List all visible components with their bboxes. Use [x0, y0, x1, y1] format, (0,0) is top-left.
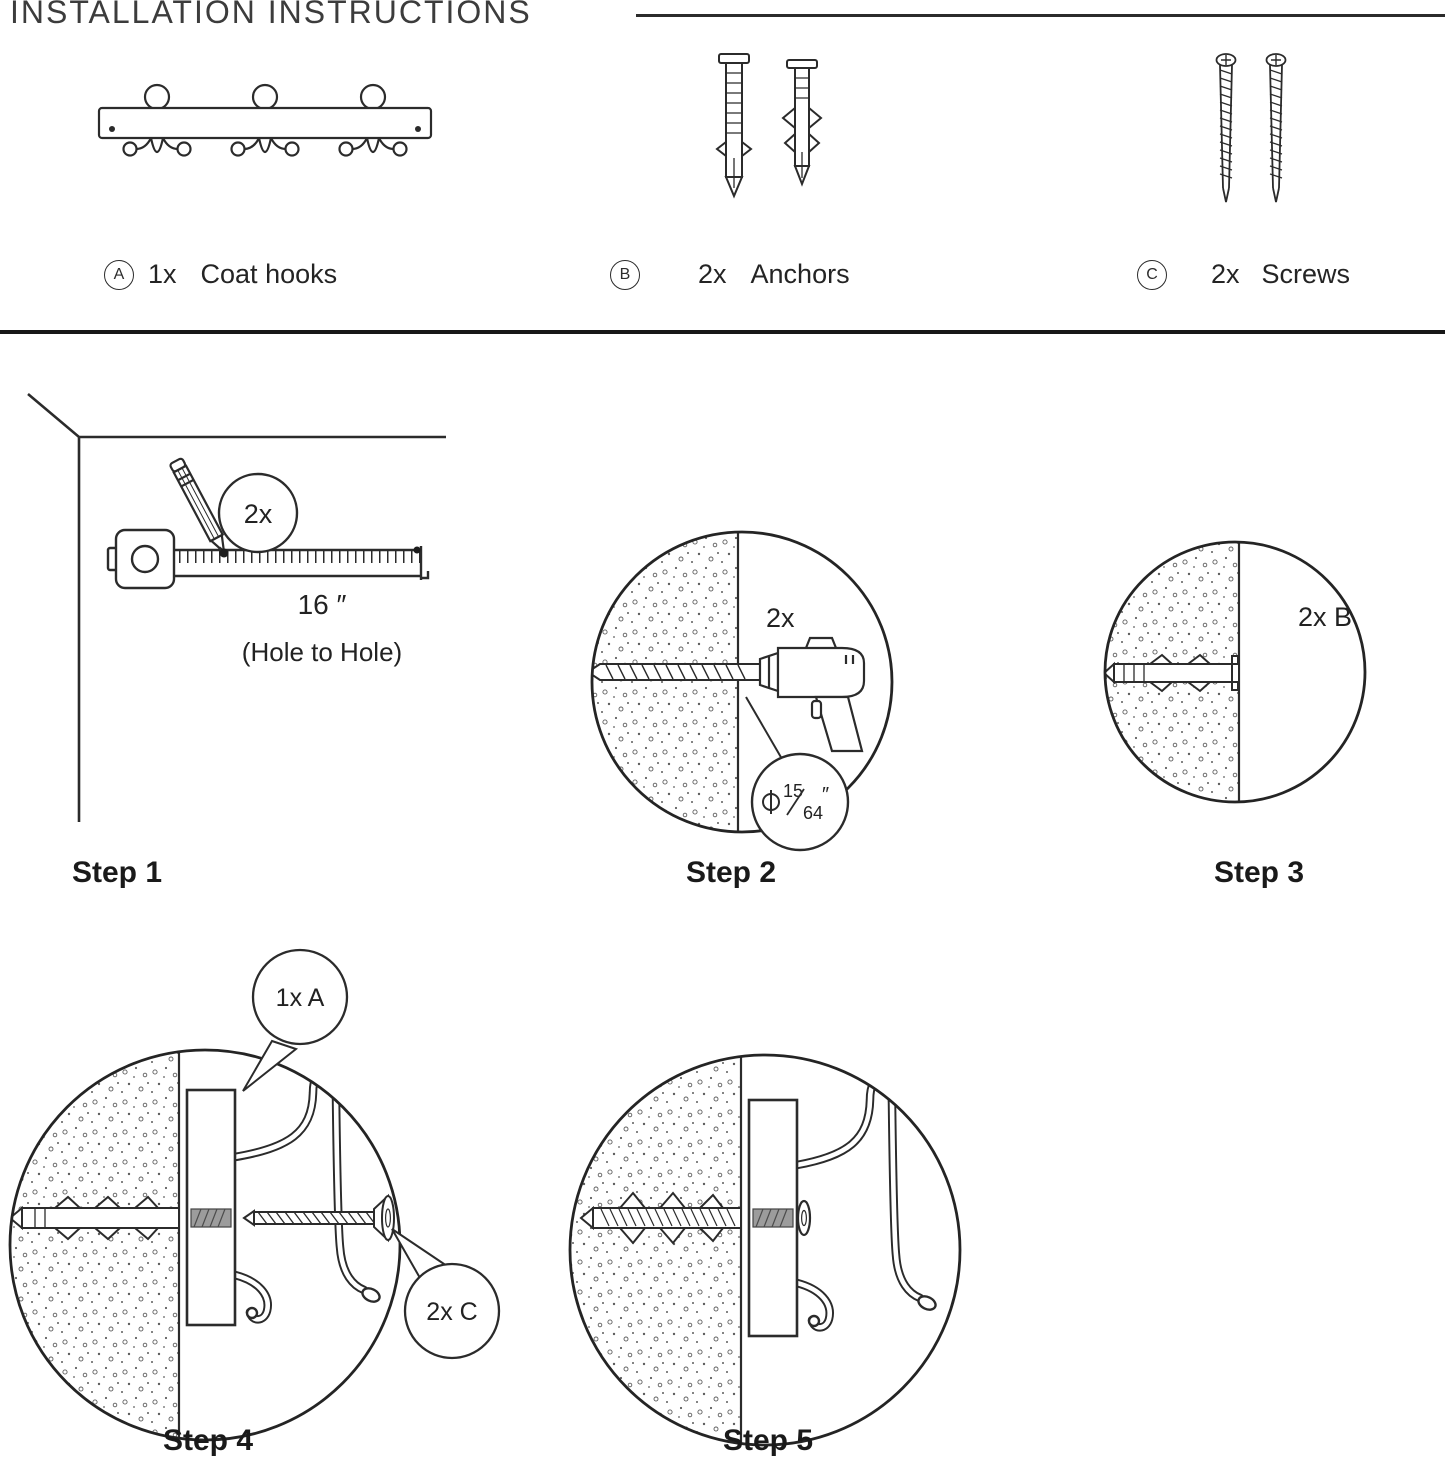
part-name: Coat hooks: [200, 259, 338, 289]
step1-quantity: 2x: [244, 499, 273, 529]
threaded-bore: [752, 1208, 794, 1228]
hook-mounting-plate: [185, 1088, 237, 1327]
quantity-callout: 2x: [217, 472, 299, 554]
callout-screws: 2x C: [391, 1228, 501, 1360]
step3-quantity: 2x B: [1298, 602, 1352, 632]
callout-hooks-label: 1x A: [276, 984, 325, 1012]
drill-bit-icon: [592, 663, 761, 681]
hole-distance: 16 ″: [298, 589, 347, 620]
screw-icon: [1215, 53, 1237, 203]
screw-icon: [242, 1193, 395, 1243]
part-name: Screws: [1261, 259, 1351, 289]
part-badge-c: C: [1137, 259, 1167, 290]
step-4-illustration: 1x A 2x C: [8, 948, 501, 1442]
hook-icon: [230, 1066, 381, 1324]
step-2-illustration: 2x 15 64 ″: [590, 530, 894, 852]
diameter-denominator: 64: [803, 803, 823, 823]
part-badge-b: B: [610, 259, 640, 290]
step-3-illustration: 2x B: [1103, 540, 1367, 804]
part-qty: 1x: [148, 259, 177, 289]
anchor-icon: [1105, 653, 1240, 693]
section-divider: [0, 330, 1445, 334]
step-3-label: Step 3: [1214, 856, 1305, 889]
part-label-coat-hooks: A 1x Coat hooks: [104, 259, 337, 290]
diameter-unit: ″: [822, 784, 829, 806]
diameter-numerator: 15: [783, 781, 803, 801]
part-name: Anchors: [750, 259, 850, 289]
anchor-icon: [10, 1195, 180, 1241]
coat-hook-rail-icon: [97, 83, 433, 157]
anchor-with-screw-icon: [579, 1191, 742, 1245]
step-4-label: Step 4: [163, 1424, 254, 1457]
step2-quantity: 2x: [766, 603, 795, 633]
step-circle: [590, 530, 894, 834]
diameter-callout: 15 64 ″: [750, 752, 850, 852]
screws-illustration: [1215, 53, 1287, 203]
step-circle: [1103, 540, 1367, 804]
part-qty: 2x: [698, 259, 727, 289]
part-label-screws: C 2x Screws: [1137, 259, 1350, 290]
anchor-straight-icon: [715, 53, 753, 199]
hole-distance-note: (Hole to Hole): [242, 637, 402, 667]
part-qty: 2x: [1211, 259, 1240, 289]
step-5-illustration: [568, 1053, 962, 1447]
anchor-winged-icon: [781, 59, 823, 187]
tape-measure-icon: [106, 528, 430, 590]
screw-icon: [1265, 53, 1287, 203]
step-circle: [568, 1053, 962, 1447]
step-1-label: Step 1: [72, 856, 163, 889]
title-rule: [636, 14, 1445, 17]
step-5-label: Step 5: [723, 1424, 814, 1457]
page-title: INSTALLATION INSTRUCTIONS: [10, 0, 532, 30]
pencil-icon: [169, 457, 226, 555]
wall-corner-lines: [27, 393, 446, 822]
part-badge-a: A: [104, 259, 134, 290]
threaded-bore: [190, 1208, 232, 1228]
coat-hooks-illustration: [97, 83, 433, 157]
mark-dot: [413, 546, 421, 554]
hook-icon: [792, 1072, 937, 1332]
step-1-illustration: 2x 16 ″ (Hole to Hole): [27, 393, 446, 822]
step-2-label: Step 2: [686, 856, 777, 889]
wall-cross-section: [570, 1055, 741, 1445]
drill-icon: [758, 636, 866, 753]
wall-cross-section: [10, 1050, 179, 1440]
mark-dot: [219, 548, 229, 558]
callout-hooks: 1x A: [242, 948, 349, 1092]
part-label-anchors: B 2x Anchors: [610, 259, 850, 290]
screw-head-icon: [796, 1199, 812, 1237]
anchors-illustration: [715, 53, 823, 199]
callout-screws-label: 2x C: [426, 1298, 477, 1326]
